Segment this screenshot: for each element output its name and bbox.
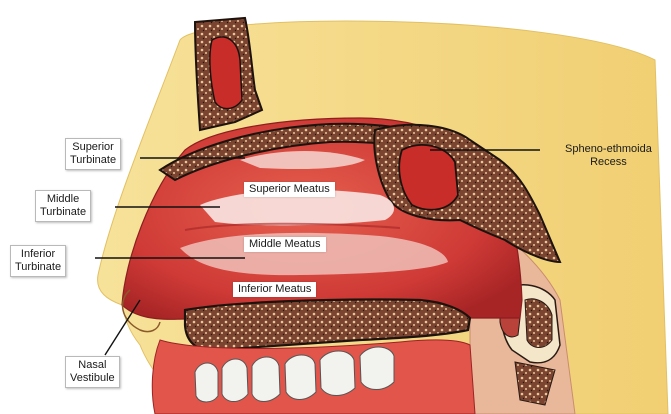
label-nasal-vestibule-line-2: Vestibule [70,372,115,385]
label-inferior-turbinate-line-1: Inferior [15,248,61,261]
label-middle-turbinate: Middle Turbinate [35,190,91,222]
label-spheno-ethmoidal-line-1: Spheno-ethmoida [565,143,652,156]
label-inferior-turbinate-line-2: Turbinate [15,261,61,274]
label-superior-meatus: Superior Meatus [244,182,335,197]
label-nasal-vestibule-line-1: Nasal [70,359,115,372]
label-inferior-meatus: Inferior Meatus [233,282,316,297]
label-middle-turbinate-line-2: Turbinate [40,206,86,219]
label-superior-turbinate: Superior Turbinate [65,138,121,170]
label-nasal-vestibule: Nasal Vestibule [65,356,120,388]
label-spheno-ethmoidal-recess: Spheno-ethmoida Recess [565,143,652,169]
label-inferior-turbinate: Inferior Turbinate [10,245,66,277]
label-spheno-ethmoidal-line-2: Recess [565,156,652,169]
label-middle-meatus: Middle Meatus [244,237,326,252]
label-superior-turbinate-line-2: Turbinate [70,154,116,167]
label-middle-turbinate-line-1: Middle [40,193,86,206]
label-superior-turbinate-line-1: Superior [70,141,116,154]
